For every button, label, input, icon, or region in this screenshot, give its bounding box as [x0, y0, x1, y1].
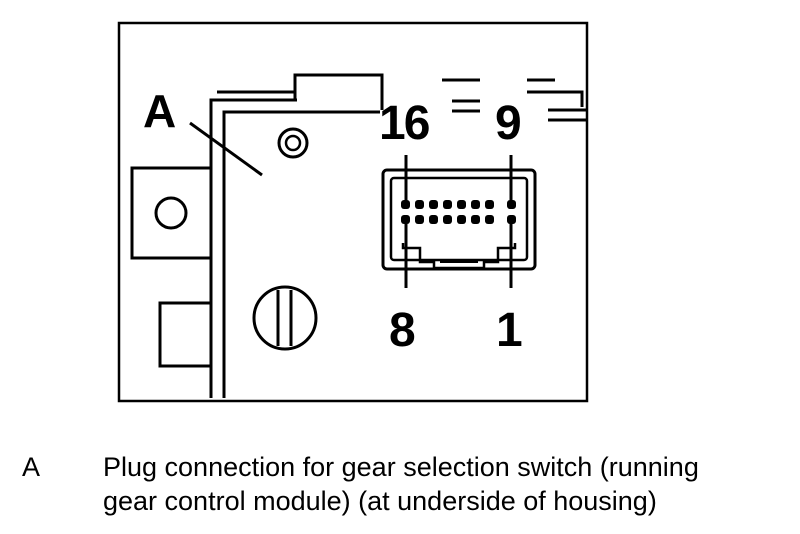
- callout-pin-8: 8: [389, 304, 416, 357]
- plug-connector: [381, 168, 537, 271]
- legend-text-line2: gear control module) (at underside of ho…: [103, 486, 657, 516]
- pin-row-top: [401, 200, 516, 209]
- legend-key: A: [22, 452, 41, 482]
- leader-a: [189, 121, 263, 177]
- round-fitting: [277, 127, 309, 159]
- callout-pin-16: 16: [379, 97, 429, 150]
- callout-pin-1: 1: [496, 304, 523, 357]
- side-bracket-lower: [158, 301, 211, 368]
- connector-diagram: A 16 9 8 1: [117, 21, 589, 403]
- legend-text-line1: Plug connection for gear selection switc…: [103, 452, 699, 482]
- callout-pin-9: 9: [495, 97, 522, 150]
- pin-row-bottom: [401, 215, 516, 224]
- housing-outline: [209, 73, 587, 398]
- diagram-frame: [117, 21, 589, 403]
- leader-lines: [189, 121, 513, 288]
- legend-description: Plug connection for gear selection switc…: [103, 450, 793, 518]
- slotted-screw: [252, 285, 318, 351]
- side-bracket-upper: [130, 166, 211, 260]
- bracket-hole: [154, 196, 188, 230]
- callout-a: A: [143, 85, 176, 137]
